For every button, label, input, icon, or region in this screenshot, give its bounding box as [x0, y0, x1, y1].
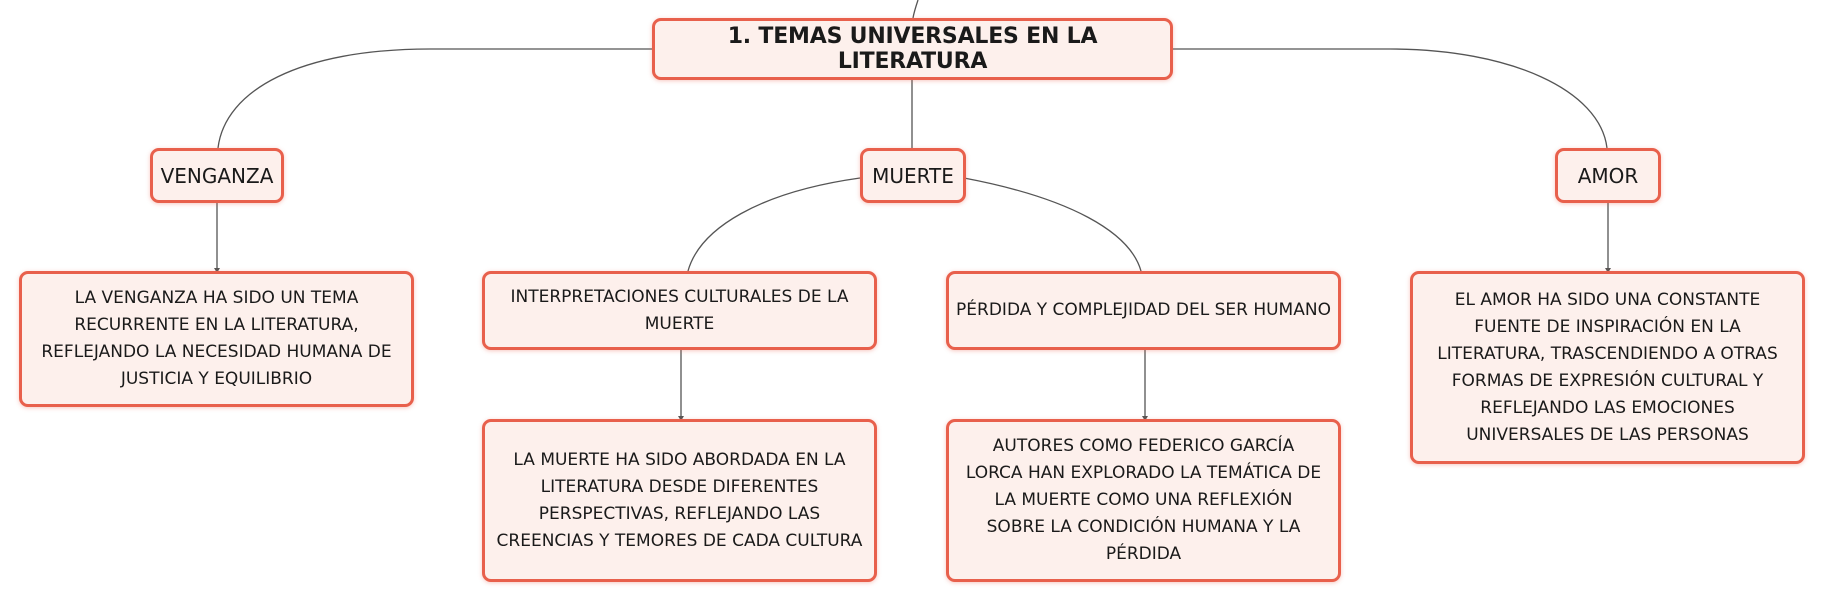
subtopic-node-interpretaciones[interactable]: INTERPRETACIONES CULTURALES DE LA MUERTE	[482, 271, 877, 350]
connector-root-venganza	[217, 48, 653, 149]
connector-muerte-perdida	[963, 177, 1142, 272]
description-text-interpretaciones: LA MUERTE HA SIDO ABORDADA EN LA LITERAT…	[496, 449, 863, 551]
topic-label-muerte: MUERTE	[872, 163, 954, 188]
description-node-perdida[interactable]: AUTORES COMO FEDERICO GARCÍA LORCA HAN E…	[946, 419, 1341, 582]
topic-label-amor: AMOR	[1577, 163, 1639, 188]
arrowhead-interpretaciones-description	[678, 416, 684, 421]
connector-parent-root	[912, 0, 919, 19]
subtopic-node-perdida[interactable]: PÉRDIDA Y COMPLEJIDAD DEL SER HUMANO	[946, 271, 1341, 350]
root-node[interactable]: 1. TEMAS UNIVERSALES EN LA LITERATURA	[652, 18, 1173, 80]
arrowhead-venganza-description	[214, 268, 220, 273]
description-node-venganza[interactable]: LA VENGANZA HA SIDO UN TEMA RECURRENTE E…	[19, 271, 414, 407]
arrowhead-amor-description	[1605, 268, 1611, 273]
connector-root-amor	[1173, 48, 1608, 149]
description-text-perdida: AUTORES COMO FEDERICO GARCÍA LORCA HAN E…	[965, 436, 1322, 564]
description-node-interpretaciones[interactable]: LA MUERTE HA SIDO ABORDADA EN LA LITERAT…	[482, 419, 877, 582]
topic-node-venganza[interactable]: VENGANZA	[150, 148, 284, 203]
root-label: 1. TEMAS UNIVERSALES EN LA LITERATURA	[727, 24, 1098, 74]
description-text-amor: EL AMOR HA SIDO UNA CONSTANTE FUENTE DE …	[1437, 289, 1778, 445]
description-text-venganza: LA VENGANZA HA SIDO UN TEMA RECURRENTE E…	[41, 288, 392, 389]
description-node-amor[interactable]: EL AMOR HA SIDO UNA CONSTANTE FUENTE DE …	[1410, 271, 1805, 464]
connector-muerte-interpretaciones	[687, 177, 861, 272]
topic-node-amor[interactable]: AMOR	[1555, 148, 1661, 203]
arrowhead-perdida-description	[1142, 416, 1148, 421]
topic-label-venganza: VENGANZA	[160, 163, 274, 188]
subtopic-label-perdida: PÉRDIDA Y COMPLEJIDAD DEL SER HUMANO	[956, 300, 1331, 320]
subtopic-label-interpretaciones: INTERPRETACIONES CULTURALES DE LA MUERTE	[510, 286, 849, 334]
topic-node-muerte[interactable]: MUERTE	[860, 148, 966, 203]
